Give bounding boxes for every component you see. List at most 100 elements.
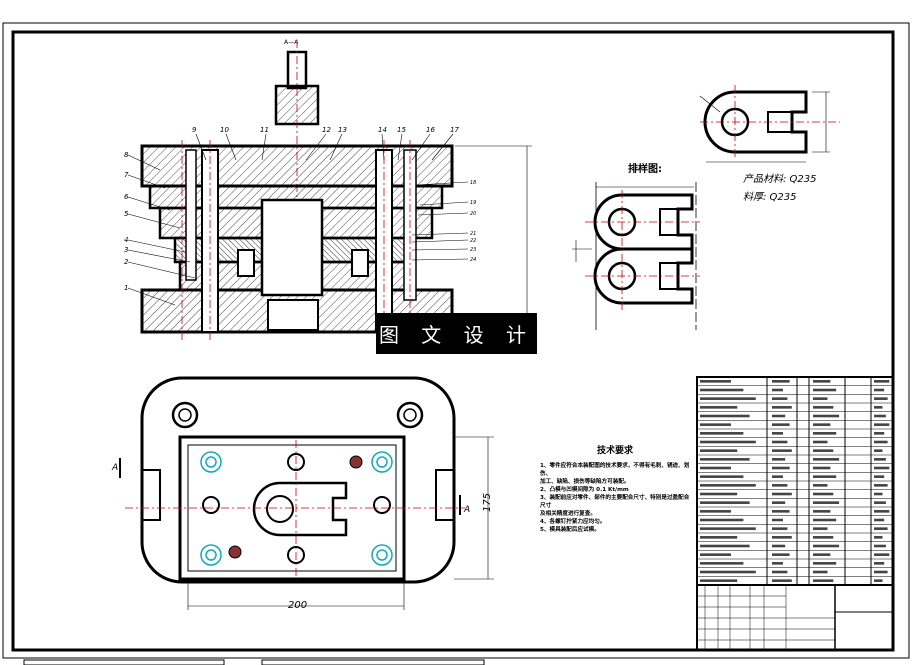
parts-cell-text bbox=[813, 484, 828, 487]
parts-cell-text bbox=[772, 423, 790, 426]
parts-cell-text bbox=[874, 397, 888, 400]
parts-cell-text bbox=[772, 510, 790, 513]
parts-cell-text bbox=[874, 579, 883, 582]
section-marker-right: A bbox=[463, 505, 470, 515]
parts-cell-text bbox=[700, 397, 756, 400]
parts-cell-text bbox=[874, 440, 888, 444]
parts-cell-text bbox=[772, 466, 790, 470]
parts-cell-text bbox=[874, 449, 883, 452]
parts-cell-text bbox=[700, 518, 744, 522]
section-marker-left: A bbox=[111, 463, 118, 473]
parts-cell-text bbox=[874, 570, 888, 574]
parts-cell-text bbox=[813, 397, 828, 400]
section-label: A—A bbox=[284, 39, 299, 46]
parts-cell-text bbox=[700, 570, 756, 574]
part-number-17: 17 bbox=[450, 126, 459, 134]
parts-cell-text bbox=[700, 423, 731, 426]
parts-cell-text bbox=[700, 380, 731, 383]
parts-cell-text bbox=[874, 423, 890, 426]
parts-cell-text bbox=[813, 527, 828, 530]
part-number-6: 6 bbox=[124, 193, 129, 201]
part-number-12: 12 bbox=[322, 126, 331, 134]
part-number-7: 7 bbox=[124, 171, 129, 179]
parts-cell-text bbox=[700, 388, 744, 392]
parts-cell-text bbox=[874, 388, 885, 392]
parts-cell-text bbox=[874, 562, 885, 565]
parts-cell-text bbox=[772, 544, 786, 548]
part-number-13: 13 bbox=[338, 126, 347, 134]
part-number-20: 20 bbox=[470, 211, 476, 217]
parts-cell-text bbox=[772, 492, 792, 496]
parts-cell-text bbox=[813, 492, 834, 496]
parts-cell-text bbox=[772, 579, 792, 582]
tech-item-4: 3、装配前应对零件、部件的主要配合尺寸、特别是过盈配合尺寸 bbox=[540, 495, 690, 509]
parts-cell-text bbox=[700, 501, 750, 504]
parts-cell-text bbox=[813, 414, 840, 418]
parts-cell-text bbox=[813, 475, 837, 478]
tech-item-5: 及相关精度进行复查。 bbox=[540, 511, 596, 517]
parts-cell-text bbox=[813, 579, 834, 582]
parts-cell-text bbox=[772, 458, 786, 461]
parts-cell-text bbox=[813, 562, 837, 565]
parts-cell-text bbox=[874, 553, 890, 556]
watermark-text: 图 文 设 计 bbox=[378, 323, 535, 347]
parts-cell-text bbox=[813, 458, 840, 461]
parts-cell-text bbox=[874, 536, 883, 539]
tech-item-6: 4、各螺钉拧紧力应均匀。 bbox=[540, 519, 606, 525]
product-part-view bbox=[699, 85, 840, 163]
plan-height-dimension: 175 bbox=[482, 493, 493, 512]
tech-item-1: 1、零件应符合本装配图的技术要求，不得有毛刺、锈迹、划伤、 bbox=[540, 463, 690, 477]
part-number-3: 3 bbox=[124, 246, 128, 254]
parts-cell-text bbox=[813, 380, 831, 383]
parts-cell-text bbox=[772, 397, 788, 400]
part-number-1: 1 bbox=[124, 284, 128, 292]
parts-cell-text bbox=[874, 414, 886, 418]
parts-cell-text bbox=[700, 449, 738, 452]
part-number-18: 18 bbox=[470, 180, 476, 186]
parts-cell-text bbox=[874, 380, 890, 383]
parts-cell-text bbox=[700, 527, 756, 530]
parts-cell-text bbox=[813, 570, 828, 574]
product-material-label: 产品材料: Q235 bbox=[743, 173, 817, 185]
parts-cell-text bbox=[772, 449, 792, 452]
part-number-11: 11 bbox=[260, 126, 269, 134]
parts-cell-text bbox=[813, 423, 831, 426]
parts-cell-text bbox=[700, 406, 738, 409]
parts-cell-text bbox=[813, 501, 840, 504]
parts-cell-text bbox=[700, 544, 750, 548]
parts-cell-text bbox=[813, 388, 837, 392]
parts-cell-text bbox=[700, 553, 731, 556]
parts-cell-text bbox=[874, 518, 885, 522]
inner-frame bbox=[11, 30, 895, 652]
parts-cell-text bbox=[813, 466, 831, 470]
parts-cell-text bbox=[874, 484, 888, 487]
part-number-14: 14 bbox=[378, 126, 387, 134]
parts-cell-text bbox=[813, 406, 834, 409]
parts-cell-text bbox=[813, 553, 831, 556]
parts-cell-text bbox=[772, 380, 790, 383]
outer-border bbox=[2, 22, 910, 659]
parts-cell-text bbox=[700, 440, 756, 444]
part-number-22: 22 bbox=[470, 238, 476, 244]
parts-cell-text bbox=[700, 414, 750, 418]
part-number-23: 23 bbox=[470, 247, 476, 253]
parts-cell-text bbox=[874, 466, 890, 470]
part-number-24: 24 bbox=[470, 257, 476, 263]
part-number-2: 2 bbox=[124, 258, 129, 266]
part-number-10: 10 bbox=[220, 126, 229, 134]
tech-title: 技术要求 bbox=[596, 446, 633, 456]
tech-item-2: 加工、缺陷、损伤等缺陷方可装配。 bbox=[540, 479, 630, 485]
parts-cell-text bbox=[874, 406, 883, 409]
part-number-15: 15 bbox=[397, 126, 406, 134]
parts-cell-text bbox=[700, 458, 750, 461]
parts-cell-text bbox=[772, 570, 788, 574]
parts-cell-text bbox=[772, 406, 792, 409]
parts-cell-text bbox=[874, 527, 888, 530]
parts-cell-text bbox=[772, 414, 786, 418]
parts-cell-text bbox=[772, 388, 783, 392]
part-number-21: 21 bbox=[470, 231, 476, 237]
main-section-view: A—A bbox=[127, 39, 532, 340]
parts-cell-text bbox=[700, 562, 744, 565]
parts-cell-text bbox=[772, 518, 783, 522]
